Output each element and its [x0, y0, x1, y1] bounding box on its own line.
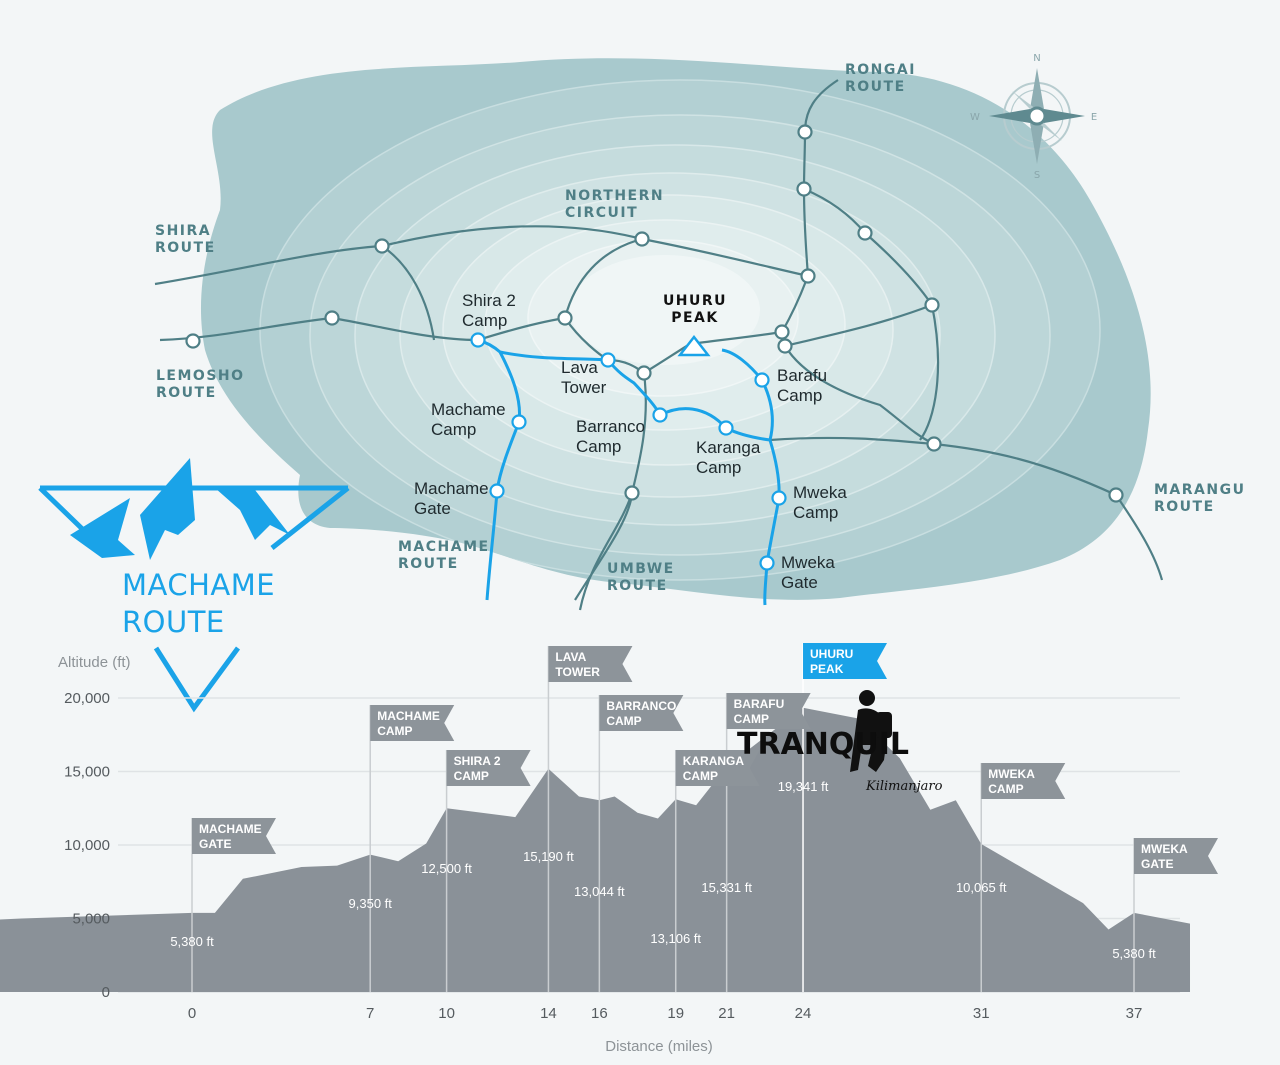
x-axis-title: Distance (miles) — [605, 1038, 713, 1055]
y-axis-title: Altitude (ft) — [58, 654, 131, 671]
x-tick-label: 14 — [540, 1005, 557, 1022]
compass-w: W — [970, 112, 980, 123]
altitude-label: 12,500 ft — [421, 861, 472, 876]
waypoint-flag — [981, 763, 1066, 799]
x-tick-label: 37 — [1126, 1005, 1143, 1022]
altitude-label: 15,190 ft — [523, 849, 574, 864]
brand-logo: TRANQUIL Kilimanjaro — [737, 690, 943, 794]
flag-poles — [191, 643, 1135, 992]
waypoint-flag — [192, 818, 276, 854]
x-tick-label: 21 — [718, 1005, 735, 1022]
x-tick-label: 0 — [188, 1005, 196, 1022]
compass-s: S — [1034, 170, 1040, 181]
waypoint-flag — [675, 750, 760, 786]
altitude-label: 19,341 ft — [778, 779, 829, 794]
brand-name: TRANQUIL — [737, 727, 909, 762]
trail-nodes — [185, 124, 1124, 571]
waypoint-flag — [1134, 838, 1218, 874]
waypoint-flag — [370, 705, 455, 741]
waypoint-flag — [446, 750, 531, 786]
altitude-label: 5,380 ft — [170, 934, 214, 949]
altitude-label: 9,350 ft — [349, 896, 393, 911]
waypoint-flag — [726, 693, 811, 729]
altitude-profile-area — [0, 707, 1191, 992]
waypoint-flag — [599, 695, 684, 731]
altitude-label: 15,331 ft — [701, 880, 752, 895]
waypoint-flag — [803, 643, 888, 679]
compass-icon: N S W E — [970, 53, 1097, 181]
x-tick-label: 7 — [366, 1005, 374, 1022]
peak-marker-icon — [677, 334, 711, 357]
y-ticks: 0 5,000 10,000 15,000 20,000 — [64, 690, 110, 1001]
y-tick-label: 5,000 — [72, 911, 110, 928]
x-tick-label: 16 — [591, 1005, 608, 1022]
altitude-label: 5,380 ft — [1112, 946, 1156, 961]
altitude-labels: 5,380 ft 9,350 ft 12,500 ft 15,190 ft 13,044… — [170, 779, 1156, 961]
brand-sub: Kilimanjaro — [865, 779, 943, 794]
x-tick-label: 10 — [438, 1005, 455, 1022]
y-tick-label: 20,000 — [64, 690, 110, 707]
x-tick-label: 31 — [973, 1005, 990, 1022]
y-tick-label: 10,000 — [64, 837, 110, 854]
contour-rings — [259, 79, 1101, 581]
compass-n: N — [1033, 53, 1040, 64]
machame-logo-icon — [38, 485, 350, 713]
altitude-label: 13,044 ft — [574, 884, 625, 899]
waypoint-flag — [548, 646, 633, 682]
compass-e: E — [1091, 112, 1097, 123]
y-tick-label: 15,000 — [64, 764, 110, 781]
y-tick-label: 0 — [102, 984, 110, 1001]
altitude-label: 13,106 ft — [650, 931, 701, 946]
x-tick-label: 24 — [795, 1005, 812, 1022]
mountain-peaks-icon — [70, 458, 290, 560]
altitude-label: 10,065 ft — [956, 880, 1007, 895]
x-tick-label: 19 — [667, 1005, 684, 1022]
x-ticks: 0 7 10 14 16 19 21 24 31 37 — [188, 1005, 1143, 1022]
hiker-icon — [850, 690, 892, 772]
